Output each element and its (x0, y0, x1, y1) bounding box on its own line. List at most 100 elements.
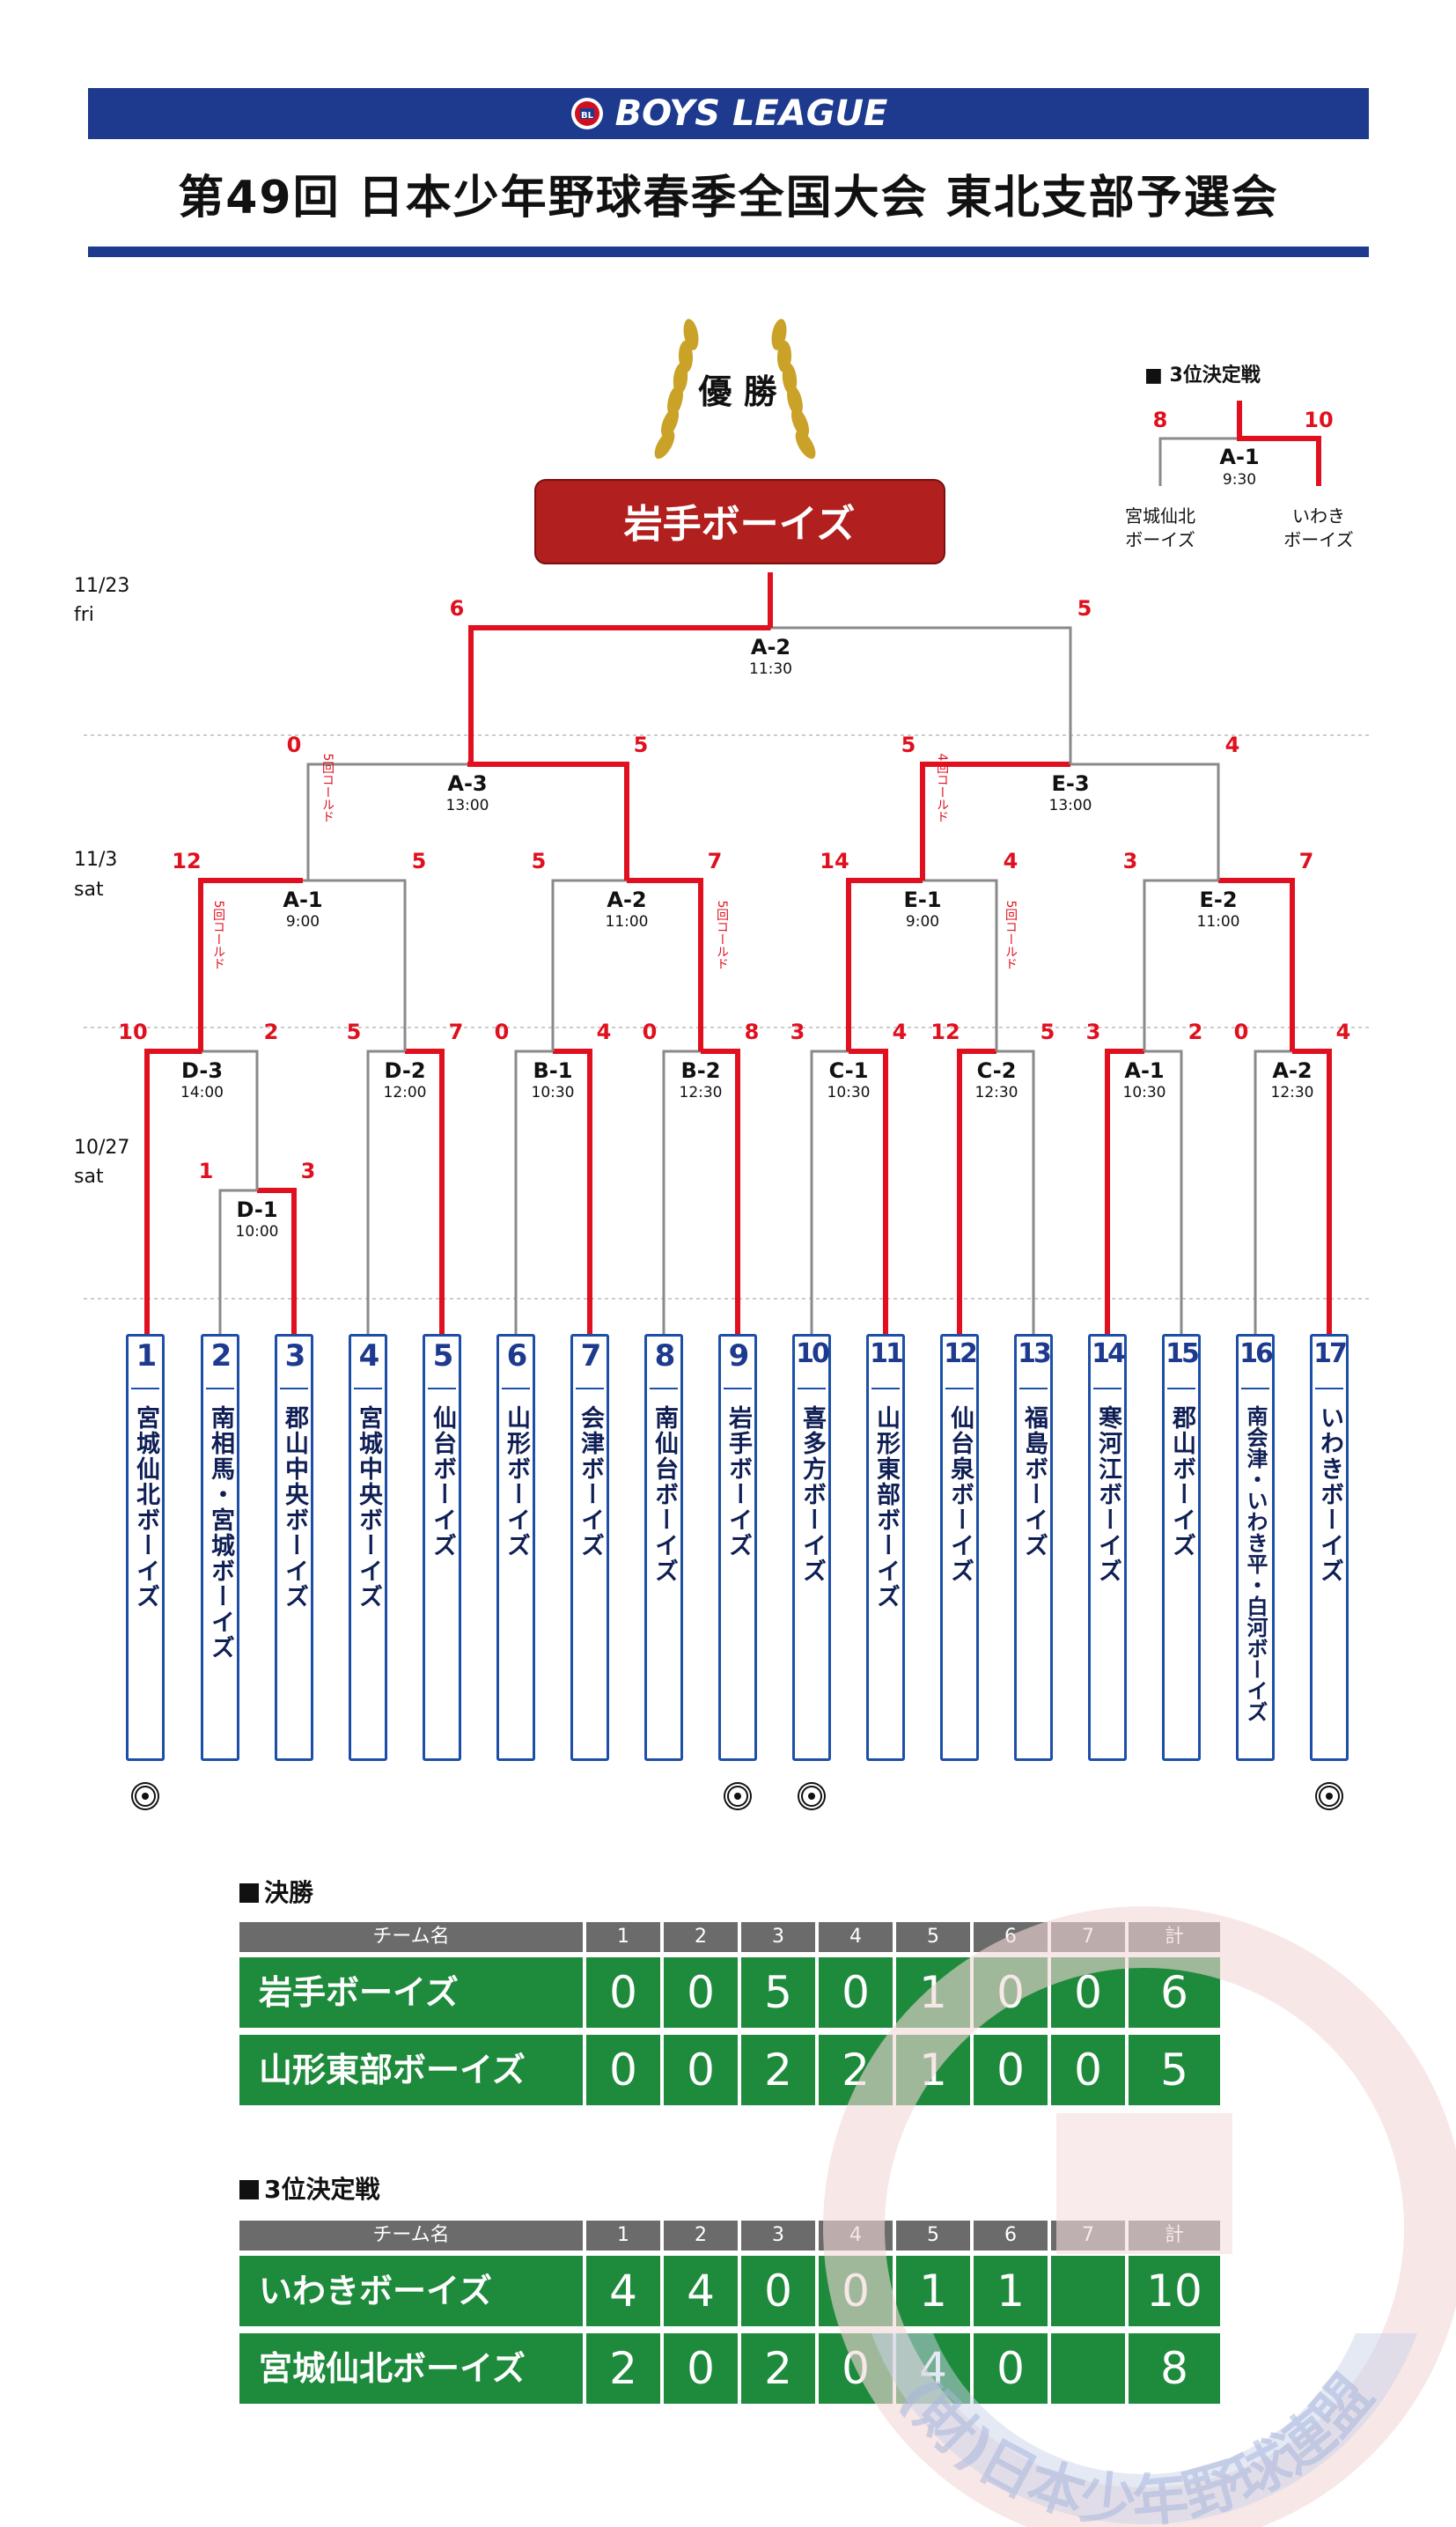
qualified-mark-icon (131, 1782, 159, 1810)
team-name: 郡山ボーイズ (1168, 1405, 1195, 1558)
team-number-divider (206, 1388, 234, 1389)
scoreboard-team-name: いわきボーイズ (239, 2256, 583, 2326)
game-code: E-2 (1199, 888, 1237, 912)
inning-score: 0 (664, 2035, 738, 2105)
bracket-line-lose (303, 879, 407, 1051)
scoreboard-header-cell: 6 (974, 2221, 1048, 2251)
page-title: 第49回 日本少年野球春季全国大会 東北支部予選会 (178, 172, 1279, 225)
game-code: D-2 (384, 1058, 425, 1083)
third-place-score-left: 8 (1153, 408, 1168, 432)
third-place-score-right: 10 (1304, 408, 1333, 432)
team-box: 8 南仙台ボーイズ (644, 1334, 683, 1761)
bracket-line-win (701, 1049, 740, 1334)
game-score-right: 4 (597, 1020, 612, 1044)
game-code: D-1 (236, 1197, 277, 1222)
team-name: 宮城仙北ボーイズ (132, 1405, 159, 1610)
game-code: A-2 (607, 888, 646, 912)
game-code: E-1 (903, 888, 941, 912)
third-place-line-win (1237, 401, 1321, 486)
game-code: A-2 (1272, 1058, 1312, 1083)
qualified-mark-icon (1315, 1782, 1343, 1810)
bracket-line-win (468, 625, 771, 764)
champion-team: 岩手ボーイズ (624, 502, 856, 547)
team-number: 3 (284, 1338, 306, 1374)
scoreboard-header-cell: 2 (664, 1922, 738, 1952)
team-name: 南相馬・宮城ボーイズ (207, 1405, 234, 1661)
team-number-divider (945, 1388, 974, 1389)
game-score-left: 0 (287, 733, 302, 757)
game-score-right: 7 (449, 1020, 464, 1044)
date-label: 10/27 (74, 1137, 129, 1159)
inning-score (1051, 2333, 1125, 2404)
third-place-line-lose (1158, 437, 1239, 486)
game-time: 10:30 (532, 1084, 575, 1101)
game-score-left: 10 (118, 1020, 147, 1044)
called-game-note: 4回コールド (935, 754, 949, 823)
scoreboard-header-cell: 1 (586, 1922, 660, 1952)
game-time: 13:00 (1049, 797, 1092, 814)
team-number-divider (131, 1388, 159, 1389)
game-score-right: 5 (412, 849, 427, 873)
game-score-left: 0 (1234, 1020, 1249, 1044)
team-box: 6 山形ボーイズ (496, 1334, 535, 1761)
bracket-line-lose (202, 1050, 259, 1190)
bracket-line-win (627, 878, 703, 1051)
day-label: fri (74, 604, 94, 626)
bracket-line-win (553, 1049, 592, 1334)
team-number: 2 (210, 1338, 232, 1374)
bracket-line-lose (1143, 879, 1218, 1051)
game-code: C-2 (977, 1058, 1017, 1083)
scoreboard-team-name: 岩手ボーイズ (239, 1957, 583, 2028)
game-code: B-2 (681, 1058, 721, 1083)
bracket-line-lose (1144, 1050, 1183, 1334)
team-number: 1 (136, 1338, 158, 1374)
inning-score: 4 (664, 2256, 738, 2326)
day-label: sat (74, 1166, 104, 1188)
bracket-line-win (849, 1049, 888, 1334)
league-banner: BL BOYS LEAGUE (88, 88, 1369, 139)
third-place-time: 9:30 (1223, 471, 1256, 489)
game-score-right: 4 (1336, 1020, 1351, 1044)
bracket-line-lose (662, 1050, 701, 1334)
scoreboard-header-cell: 5 (896, 2221, 970, 2251)
scoreboard-header-cell: 1 (586, 2221, 660, 2251)
scoreboard-header-cell: 2 (664, 2221, 738, 2251)
called-game-note: 5回コールド (211, 901, 225, 970)
third-place-left-team: 宮城仙北 (1125, 505, 1195, 527)
game-time: 14:00 (180, 1084, 224, 1101)
bracket-line-lose (1254, 1050, 1292, 1334)
third-place-code: A-1 (1219, 445, 1259, 469)
bracket-line-lose (996, 1050, 1035, 1334)
team-number: 15 (1166, 1338, 1200, 1369)
game-score-left: 0 (495, 1020, 510, 1044)
bracket-line-lose (514, 1050, 553, 1334)
game-score-left: 12 (930, 1020, 960, 1044)
game-score-left: 3 (1086, 1020, 1101, 1044)
day-label: sat (74, 879, 104, 901)
champion-label: 優 勝 (697, 372, 777, 411)
called-game-note: 5回コールド (320, 754, 335, 823)
team-name: 山形ボーイズ (503, 1405, 530, 1558)
team-number: 9 (728, 1338, 750, 1374)
team-number: 8 (654, 1338, 676, 1374)
game-score-left: 6 (450, 596, 465, 621)
game-time: 12:30 (680, 1084, 723, 1101)
bracket-line-lose (923, 879, 998, 1051)
game-score-left: 3 (791, 1020, 805, 1044)
game-score-left: 0 (643, 1020, 658, 1044)
game-score-right: 2 (264, 1020, 279, 1044)
team-name: 南仙台ボーイズ (651, 1405, 678, 1584)
third-place-right-team: いわき (1292, 505, 1345, 527)
team-number: 6 (506, 1338, 528, 1374)
inning-score: 0 (664, 2333, 738, 2404)
inning-score: 4 (586, 2256, 660, 2326)
inning-score: 2 (586, 2333, 660, 2404)
